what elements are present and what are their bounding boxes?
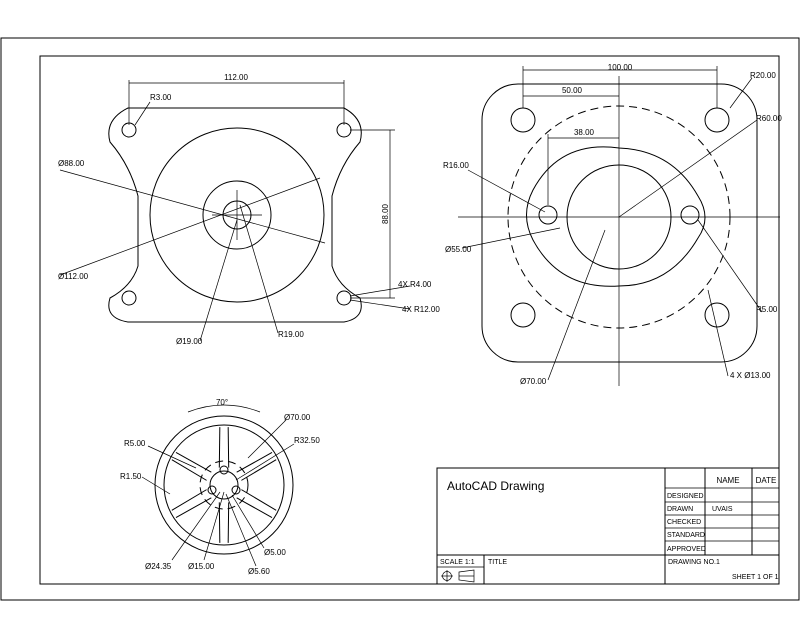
- view2-outer-diameter: Ø70.00: [520, 377, 547, 386]
- view3-inner-rim: [163, 424, 285, 546]
- view1-hole-br: [336, 290, 352, 306]
- spoke-edge-1-0: [236, 452, 273, 473]
- title-col-date: DATE: [756, 476, 777, 485]
- view2-half-dim: 50.00: [562, 86, 583, 95]
- view3-small-diameter: Ø5.60: [248, 567, 270, 576]
- view1-inner-circle: [202, 180, 272, 250]
- title-col-name: NAME: [716, 476, 739, 485]
- title-drawing-no: DRAWING NO.1: [668, 559, 720, 566]
- projection-symbol-icon: [441, 569, 475, 583]
- view2-hole-tr: [704, 107, 730, 133]
- view2-flange-outline: [526, 146, 706, 287]
- view2-hole-br: [704, 302, 730, 328]
- view3-angle: 70°: [216, 398, 228, 407]
- view1-flange: 112.00 88.00 R3.00 Ø88.00 Ø112.00 Ø19.00…: [58, 73, 440, 346]
- title-row-checked: CHECKED: [667, 519, 701, 526]
- view1-body-diameter: Ø112.00: [58, 272, 89, 281]
- title-drawn-name: UVAIS: [712, 506, 733, 513]
- title-scale: SCALE 1:1: [440, 559, 475, 566]
- view2-square-plate: 100.00 50.00 38.00 R20.00 R60.00 R16.00 …: [443, 63, 782, 386]
- view2-lobe-radius: R16.00: [443, 161, 469, 170]
- outer-border: [0, 37, 800, 601]
- spoke-edge-5-0: [171, 459, 207, 481]
- view1-lug-radius: 4X R12.00: [402, 305, 440, 314]
- spoke-edge-1-1: [241, 459, 277, 481]
- view2-holes-note: 4 X Ø13.00: [730, 371, 771, 380]
- title-row-approved: APPROVED: [667, 546, 706, 553]
- view3-hub-diameter: Ø24.35: [145, 562, 172, 571]
- spoke-edge-4-0: [175, 497, 212, 518]
- spoke-edge-4-1: [171, 489, 207, 511]
- view3-hole-c: [231, 485, 241, 495]
- view1-outline: [108, 107, 362, 323]
- spoke-edge-3-1: [218, 502, 221, 543]
- title-row-standard: STANDARD: [667, 532, 705, 539]
- view2-outline: [481, 83, 758, 363]
- view2-corner-radius: R20.00: [750, 71, 776, 80]
- title-sheet: SHEET 1 OF 1: [732, 574, 779, 581]
- view2-hole-radius: R5.00: [756, 305, 778, 314]
- view3-hole-a: [219, 465, 229, 475]
- view1-hole-tr: [336, 122, 352, 138]
- view1-corner-radius: R3.00: [150, 93, 172, 102]
- view3-hole-b: [207, 485, 217, 495]
- view3-bore-diameter: Ø15.00: [188, 562, 215, 571]
- title-block: AutoCAD Drawing NAME DATE DESIGNED DRAWN…: [436, 467, 780, 585]
- spoke-edge-2-0: [241, 489, 277, 511]
- inner-border: [39, 55, 780, 585]
- view3-outer-diameter: Ø70.00: [284, 413, 311, 422]
- view2-lobe-left: [538, 205, 558, 225]
- view1-hole-tl: [121, 122, 137, 138]
- spoke-edge-0-0: [218, 427, 221, 468]
- view3-fillet-radius: R1.50: [120, 472, 142, 481]
- view1-boss-radius: R19.00: [278, 330, 304, 339]
- view3-spokes: [171, 427, 277, 543]
- view1-width-dim: 112.00: [224, 73, 248, 82]
- view1-bore-diameter: Ø19.00: [176, 337, 203, 346]
- view2-offset-dim: 38.00: [574, 128, 595, 137]
- view1-small-radius: 4X R4.00: [398, 280, 432, 289]
- view2-hole-tl: [510, 107, 536, 133]
- view3-hub: [209, 470, 239, 500]
- view2-width-dim: 100.00: [608, 63, 633, 72]
- view1-outer-diameter: Ø88.00: [58, 159, 85, 168]
- view1-height-dim: 88.00: [381, 203, 390, 224]
- title-row-designed: DESIGNED: [667, 493, 704, 500]
- spoke-edge-0-1: [227, 427, 230, 468]
- view3-hub-dashed: [199, 460, 249, 510]
- spoke-edge-2-1: [236, 497, 273, 518]
- view1-outer-circle: [149, 127, 325, 303]
- view3-rim-radius: R32.50: [294, 436, 320, 445]
- view3-spoke-radius: R5.00: [124, 439, 146, 448]
- view2-pcd-radius: R60.00: [756, 114, 782, 123]
- view3-wheel: 70° Ø70.00 R32.50 R5.00 R1.50 Ø24.35 Ø15…: [120, 398, 320, 576]
- view1-hole-bl: [121, 290, 137, 306]
- spoke-edge-3-0: [227, 502, 230, 543]
- view3-outer-rim: [154, 415, 294, 555]
- title-row-drawn: DRAWN: [667, 506, 693, 513]
- view2-lobe-right: [680, 205, 700, 225]
- view2-hub-diameter: Ø55.00: [445, 245, 472, 254]
- spoke-edge-5-1: [175, 452, 212, 473]
- title-heading: AutoCAD Drawing: [447, 479, 544, 493]
- view2-hole-bl: [510, 302, 536, 328]
- title-label: TITLE: [488, 559, 507, 566]
- view3-hole-diameter: Ø5.00: [264, 548, 286, 557]
